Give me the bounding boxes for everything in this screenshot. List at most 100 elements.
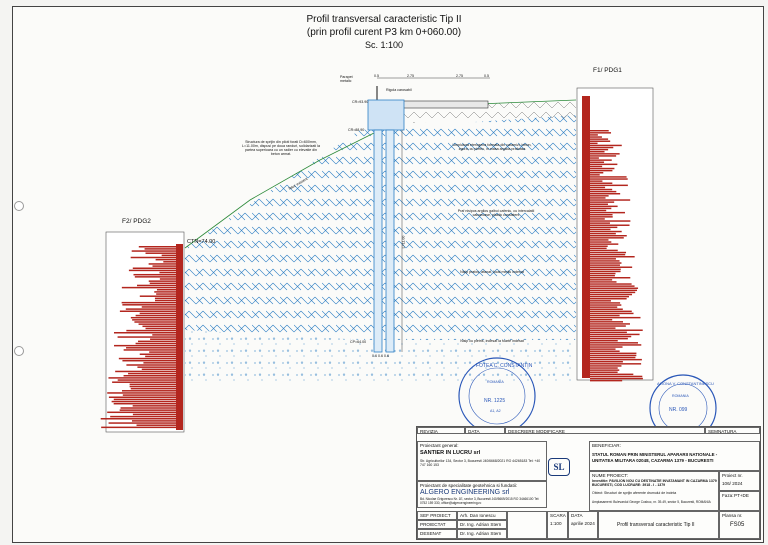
borehole-bar	[590, 287, 639, 289]
borehole-bar	[590, 371, 618, 373]
borehole-bar	[590, 136, 602, 138]
borehole-bar	[590, 295, 630, 298]
borehole-bar	[590, 337, 628, 340]
tb-person-1: Dr. Ing. Adrian Stern	[457, 520, 507, 529]
borehole-bar	[590, 243, 619, 245]
borehole-bar	[590, 157, 599, 159]
borehole-bar	[136, 424, 176, 426]
borehole-bar	[163, 261, 176, 263]
borehole-bar	[590, 279, 613, 281]
label-elev-mid: CR=88.90	[348, 128, 365, 132]
tb-person-2: Dr. Ing. Adrian Stern	[457, 529, 507, 539]
borehole-bar	[590, 314, 620, 317]
borehole-bar	[590, 266, 633, 268]
borehole-bar	[590, 329, 643, 331]
borehole-bar	[123, 349, 176, 351]
borehole-bar	[590, 325, 626, 327]
borehole-bar	[139, 353, 176, 356]
borehole-bar	[590, 283, 632, 285]
borehole-bar	[126, 329, 176, 332]
borehole-bar	[590, 138, 609, 140]
borehole-bar	[590, 264, 620, 266]
tb-nume-proiect: NUME PROIECT: Investitie: PAVILION NOU C…	[589, 471, 719, 511]
dim-a: 0.5	[374, 74, 379, 78]
borehole-bar	[590, 216, 613, 218]
dim-c: 2.75	[456, 74, 463, 78]
borehole-bar	[159, 271, 176, 274]
tb-proiectant-spec: Proiectant de specialitate geotehnica si…	[417, 481, 547, 508]
borehole-bar	[128, 269, 176, 272]
borehole-bar	[112, 381, 176, 383]
borehole-bar	[139, 312, 176, 315]
tb-data: DATA aprilie 2024	[568, 511, 598, 539]
borehole-bar	[590, 190, 617, 193]
borehole-bar	[152, 334, 176, 336]
borehole-bar	[590, 201, 615, 203]
borehole-bar	[590, 132, 612, 134]
borehole-bar	[590, 241, 612, 243]
borehole-bar	[141, 306, 176, 308]
borehole-bar	[590, 218, 605, 220]
borehole-bar	[590, 178, 628, 180]
borehole-bar	[590, 367, 618, 369]
borehole-bar	[590, 304, 622, 306]
borehole-bar	[101, 426, 176, 429]
stamp-2-nr: NR. 099	[669, 407, 688, 413]
borehole-bar	[139, 295, 176, 297]
borehole-bar	[590, 228, 611, 231]
borehole-bar	[154, 297, 176, 300]
borehole-bar	[125, 308, 176, 310]
borehole-bar	[590, 245, 608, 247]
tb-role-2: DESENAT	[417, 529, 457, 539]
borehole-bar	[590, 323, 630, 325]
borehole-bar	[590, 159, 612, 161]
drawing-subtitle: (prin profil curent P3 km 0+060.00)	[306, 27, 462, 38]
borehole-bar	[590, 274, 615, 277]
borehole-bar	[590, 172, 604, 174]
borehole-bar	[590, 188, 613, 191]
borehole-bar	[590, 363, 642, 365]
tb-revizia: REVIZIA	[417, 427, 465, 434]
borehole-bar	[590, 312, 634, 315]
borehole-bar	[152, 265, 176, 267]
borehole-bar	[590, 197, 606, 199]
borehole-bar	[161, 254, 176, 257]
borehole-bar	[590, 226, 618, 229]
borehole-bar	[590, 207, 612, 210]
borehole-bar	[126, 364, 176, 366]
borehole-right-strip	[582, 96, 590, 378]
borehole-bar	[590, 289, 638, 292]
borehole-bar	[590, 249, 618, 252]
borehole-bar	[590, 155, 617, 157]
borehole-bar	[590, 375, 643, 378]
borehole-bar	[590, 342, 638, 344]
borehole-bar	[108, 396, 176, 399]
borehole-left-strip	[176, 244, 183, 430]
borehole-bar	[113, 332, 176, 334]
borehole-bar	[590, 148, 609, 151]
borehole-bar	[135, 342, 176, 345]
borehole-bar	[590, 134, 598, 136]
binder-hole-top	[14, 201, 24, 211]
label-pile-dims: 0.6 0.6 0.6	[372, 354, 389, 358]
dim-b: 2.75	[407, 74, 414, 78]
borehole-bar	[590, 142, 598, 145]
borehole-bar	[590, 268, 621, 271]
borehole-bar	[131, 250, 176, 252]
borehole-bar	[590, 272, 616, 275]
tb-role-1: PROIECTAT	[417, 520, 457, 529]
borehole-bar	[590, 352, 637, 355]
borehole-bar	[137, 366, 176, 368]
tb-signatures	[507, 511, 547, 539]
label-elev-bot: CP=64.00	[350, 340, 367, 344]
borehole-bar	[590, 193, 621, 195]
borehole-bar	[590, 377, 643, 380]
borehole-bar	[590, 350, 620, 352]
borehole-bar	[137, 340, 176, 343]
borehole-bar	[590, 333, 640, 336]
borehole-bar	[111, 400, 176, 403]
borehole-bar	[108, 377, 176, 379]
borehole-bar	[590, 232, 616, 235]
borehole-bar	[117, 336, 176, 338]
borehole-bar	[156, 289, 176, 291]
